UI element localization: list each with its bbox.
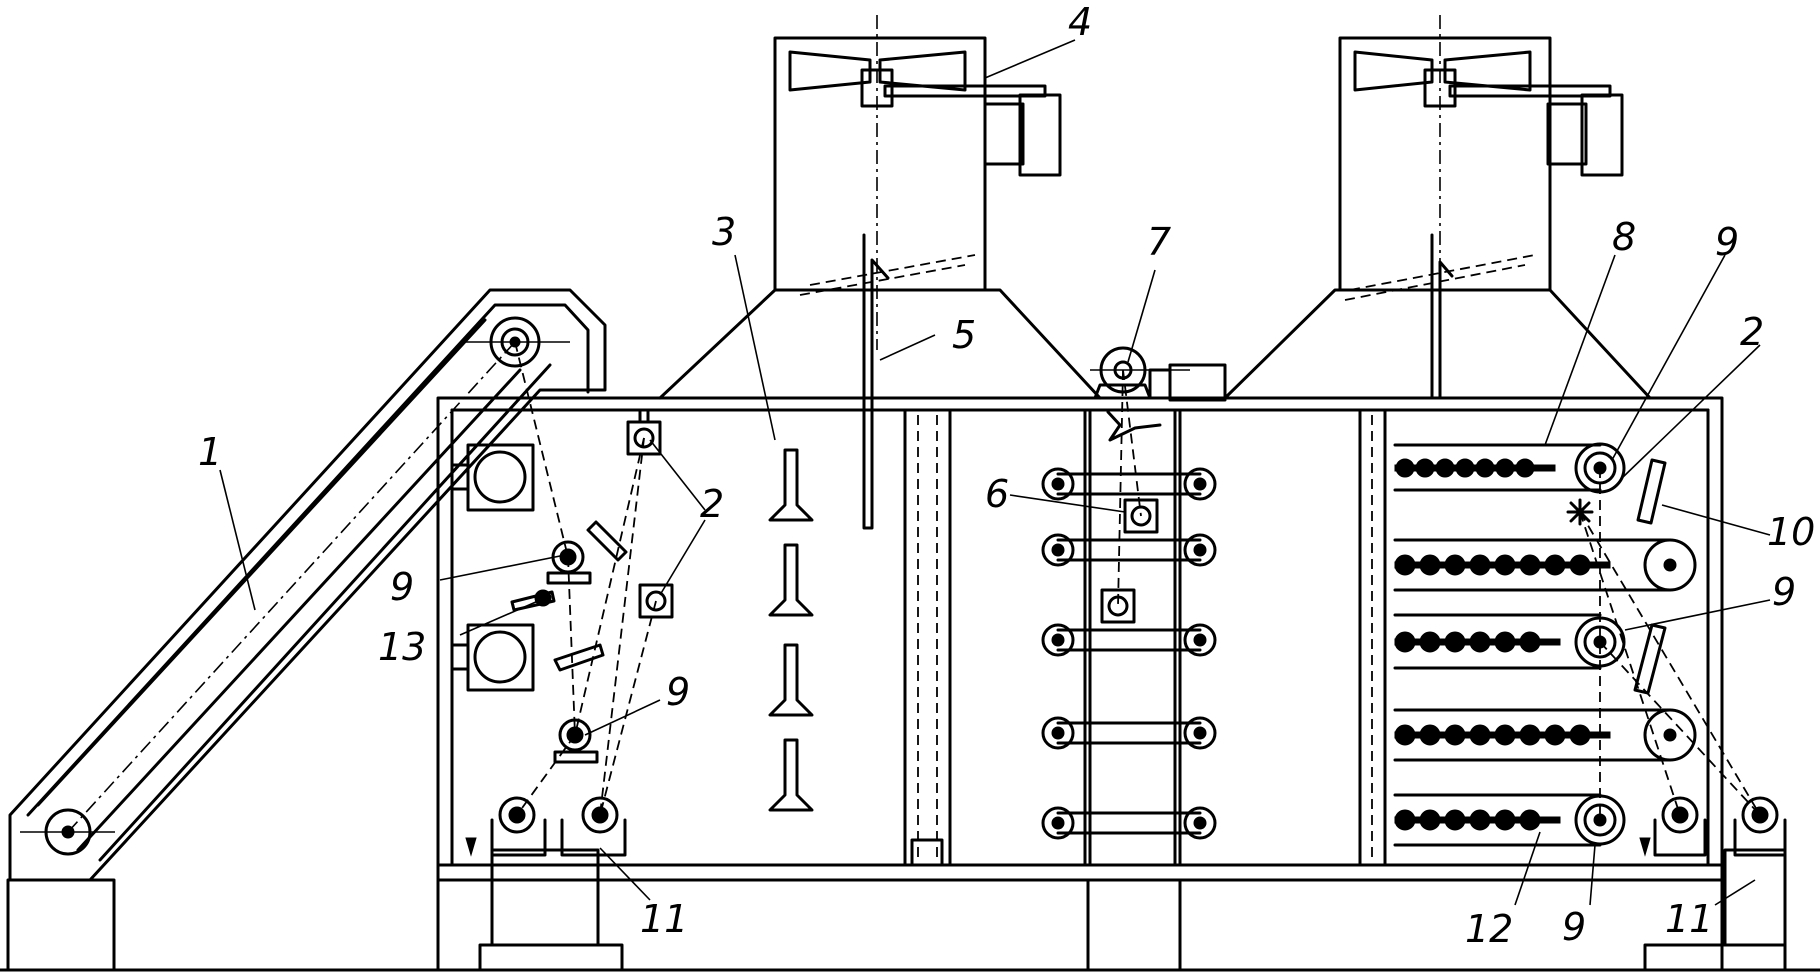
- callout-1: 1: [198, 430, 222, 474]
- inclined-conveyor: [8, 288, 607, 882]
- callout-2: 2: [1740, 310, 1764, 354]
- callout-8: 8: [1612, 215, 1636, 259]
- air-nozzles: [768, 448, 814, 812]
- callout-12: 12: [1465, 907, 1513, 951]
- middle-elevator: [1041, 346, 1227, 867]
- dryer-housing: [436, 396, 1724, 867]
- right-chamber: [1393, 442, 1787, 857]
- callout-9: 9: [666, 670, 690, 714]
- callout-10: 10: [1767, 510, 1815, 554]
- callout-6: 6: [985, 472, 1009, 516]
- callout-3: 3: [712, 210, 736, 254]
- callout-9: 9: [1772, 570, 1796, 614]
- product-row: [1394, 554, 1611, 576]
- callout-13: 13: [378, 625, 426, 669]
- callout-7: 7: [1147, 220, 1171, 264]
- callout-5: 5: [952, 313, 976, 357]
- callout-9: 9: [1562, 905, 1586, 949]
- product-row: [1394, 809, 1561, 831]
- product-row: [1394, 724, 1611, 746]
- fan-hood-right: [1223, 15, 1652, 400]
- callout-11: 11: [1665, 897, 1713, 941]
- product-row: [1394, 631, 1561, 653]
- callout-labels: 1 2 2 3 4 5 6 7 8 9 9 9 9 9 10 11 11 12 …: [198, 0, 1815, 951]
- callout-11: 11: [640, 897, 688, 941]
- product-row: [1394, 458, 1556, 478]
- callout-2: 2: [700, 482, 724, 526]
- partition-right: [1358, 408, 1387, 867]
- callout-9: 9: [390, 565, 414, 609]
- base-frame: [0, 848, 1820, 972]
- callout-9: 9: [1715, 220, 1739, 264]
- callout-4: 4: [1068, 0, 1092, 44]
- partition-left: [903, 408, 952, 867]
- air-rod: [862, 233, 1454, 530]
- left-chamber: [450, 341, 674, 857]
- leader-lines: [219, 39, 1771, 906]
- fan-hood-left: [658, 15, 1102, 400]
